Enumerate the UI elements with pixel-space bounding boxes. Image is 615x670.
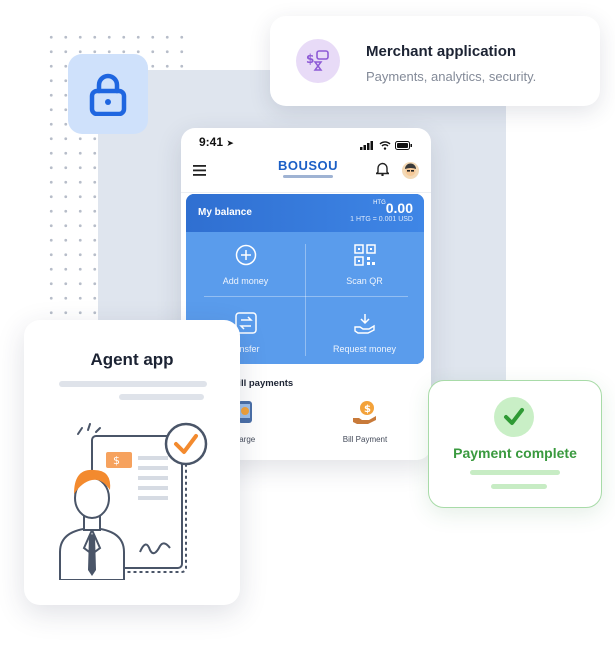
svg-text:$: $: [113, 454, 120, 467]
section-title: & bill payments: [223, 378, 294, 389]
bill-payment-button[interactable]: $ Bill Payment: [315, 400, 415, 444]
placeholder-bar: [59, 381, 207, 387]
logo-tagline: [283, 175, 333, 178]
bill-payment-icon: $: [353, 401, 376, 424]
status-time: 9:41 ➤: [199, 135, 234, 149]
qr-code-icon: [353, 244, 376, 266]
bell-icon[interactable]: [376, 162, 389, 176]
lock-icon: [89, 73, 127, 116]
phone-mockup: 9:41 ➤ BOUSOU My balance HTG0.00 1 HTG =…: [181, 128, 431, 460]
recharge-button[interactable]: harge: [195, 400, 295, 444]
placeholder-bar: [470, 470, 560, 475]
lock-tile: [68, 54, 148, 134]
balance-amount: HTG0.00: [373, 200, 413, 216]
request-money-icon: [353, 314, 375, 334]
merchant-card: $ Merchant application Payments, analyti…: [270, 16, 600, 106]
wifi-icon: [379, 141, 391, 150]
status-icons: [360, 137, 413, 155]
request-money-button[interactable]: Request money: [305, 302, 424, 364]
balance-row: My balance HTG0.00 1 HTG = 0.001 USD: [186, 194, 424, 232]
avatar[interactable]: [402, 162, 419, 179]
merchant-payments-icon: $: [306, 50, 329, 71]
merchant-title: Merchant application: [366, 43, 517, 60]
app-logo: BOUSOU: [278, 158, 338, 184]
merchant-subtitle: Payments, analytics, security.: [366, 69, 537, 84]
scan-qr-button[interactable]: Scan QR: [305, 234, 424, 296]
agent-title: Agent app: [90, 350, 174, 369]
payment-title: Payment complete: [453, 445, 577, 461]
add-money-button[interactable]: Add money: [186, 234, 305, 296]
recharge-icon: [238, 401, 252, 423]
exchange-rate: 1 HTG = 0.001 USD: [350, 216, 413, 223]
check-circle: [494, 397, 534, 437]
placeholder-bar: [491, 484, 547, 489]
agent-illustration: $: [59, 422, 208, 580]
divider-horizontal: [204, 296, 408, 297]
plus-circle-icon: [235, 244, 256, 266]
avatar-face-icon: [405, 163, 416, 176]
menu-icon[interactable]: [193, 165, 206, 176]
balance-label: My balance: [198, 207, 252, 218]
svg-text:$: $: [306, 52, 314, 66]
divider-vertical: [305, 244, 306, 356]
payment-complete-card: Payment complete: [428, 380, 602, 508]
merchant-icon-circle: $: [296, 39, 340, 83]
transfer-button[interactable]: ransfer: [186, 302, 305, 364]
transfer-icon: [234, 312, 257, 334]
check-icon: [504, 408, 524, 425]
location-arrow-icon: ➤: [226, 138, 234, 148]
svg-text:$: $: [364, 404, 371, 415]
agent-card: Agent app $: [24, 320, 240, 605]
app-bar: BOUSOU: [181, 152, 431, 193]
battery-icon: [395, 141, 412, 150]
placeholder-bar: [119, 394, 204, 400]
signal-icon: [360, 141, 374, 150]
